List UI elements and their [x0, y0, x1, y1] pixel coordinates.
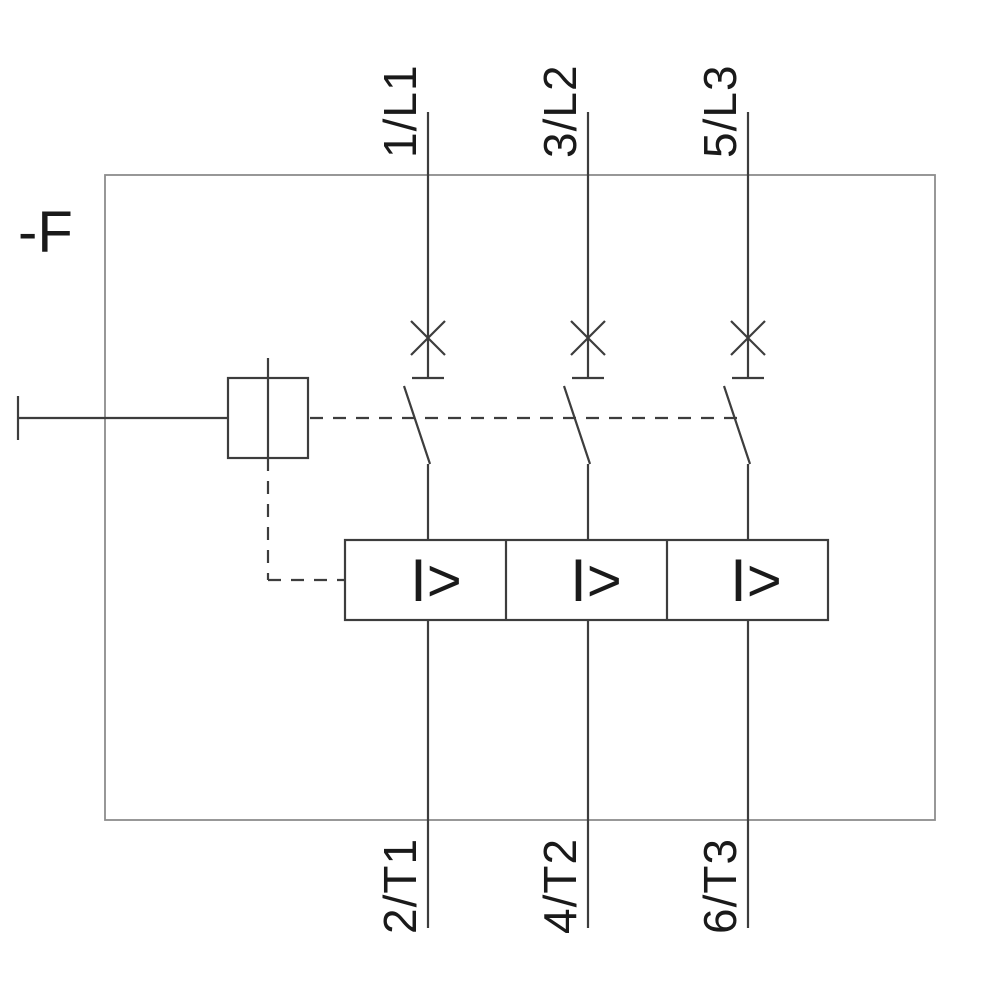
terminal-label-top-1: 1/L1 — [374, 64, 426, 158]
terminal-label-bottom-2: 4/T2 — [534, 838, 586, 934]
mechanical-linkage — [266, 416, 742, 582]
overcurrent-symbol-2: I> — [570, 547, 622, 614]
pole-2 — [562, 112, 606, 928]
device-outline-frame — [104, 174, 936, 821]
actuator-assembly — [16, 358, 310, 460]
release-box — [343, 538, 830, 622]
enclosure-rect — [104, 174, 936, 821]
switch-blade — [562, 385, 592, 465]
breaker-cross-icon — [410, 320, 446, 356]
pole-3 — [722, 112, 766, 928]
labels: -F 1/L1 3/L2 5/L3 2/T1 4/T2 6/T3 I> I> I… — [18, 64, 782, 934]
switch-blade — [402, 385, 432, 465]
pole-1 — [402, 112, 446, 928]
overload-release-block — [343, 538, 830, 622]
device-tag-label: -F — [18, 200, 73, 265]
terminal-label-top-2: 3/L2 — [534, 64, 586, 158]
terminal-label-bottom-3: 6/T3 — [694, 838, 746, 934]
overcurrent-symbol-1: I> — [410, 547, 462, 614]
breaker-cross-icon — [570, 320, 606, 356]
terminal-label-top-3: 5/L3 — [694, 64, 746, 158]
overcurrent-symbol-3: I> — [730, 547, 782, 614]
terminal-label-bottom-1: 2/T1 — [374, 838, 426, 934]
breaker-cross-icon — [730, 320, 766, 356]
switch-blade — [722, 385, 752, 465]
circuit-lines — [16, 112, 830, 928]
